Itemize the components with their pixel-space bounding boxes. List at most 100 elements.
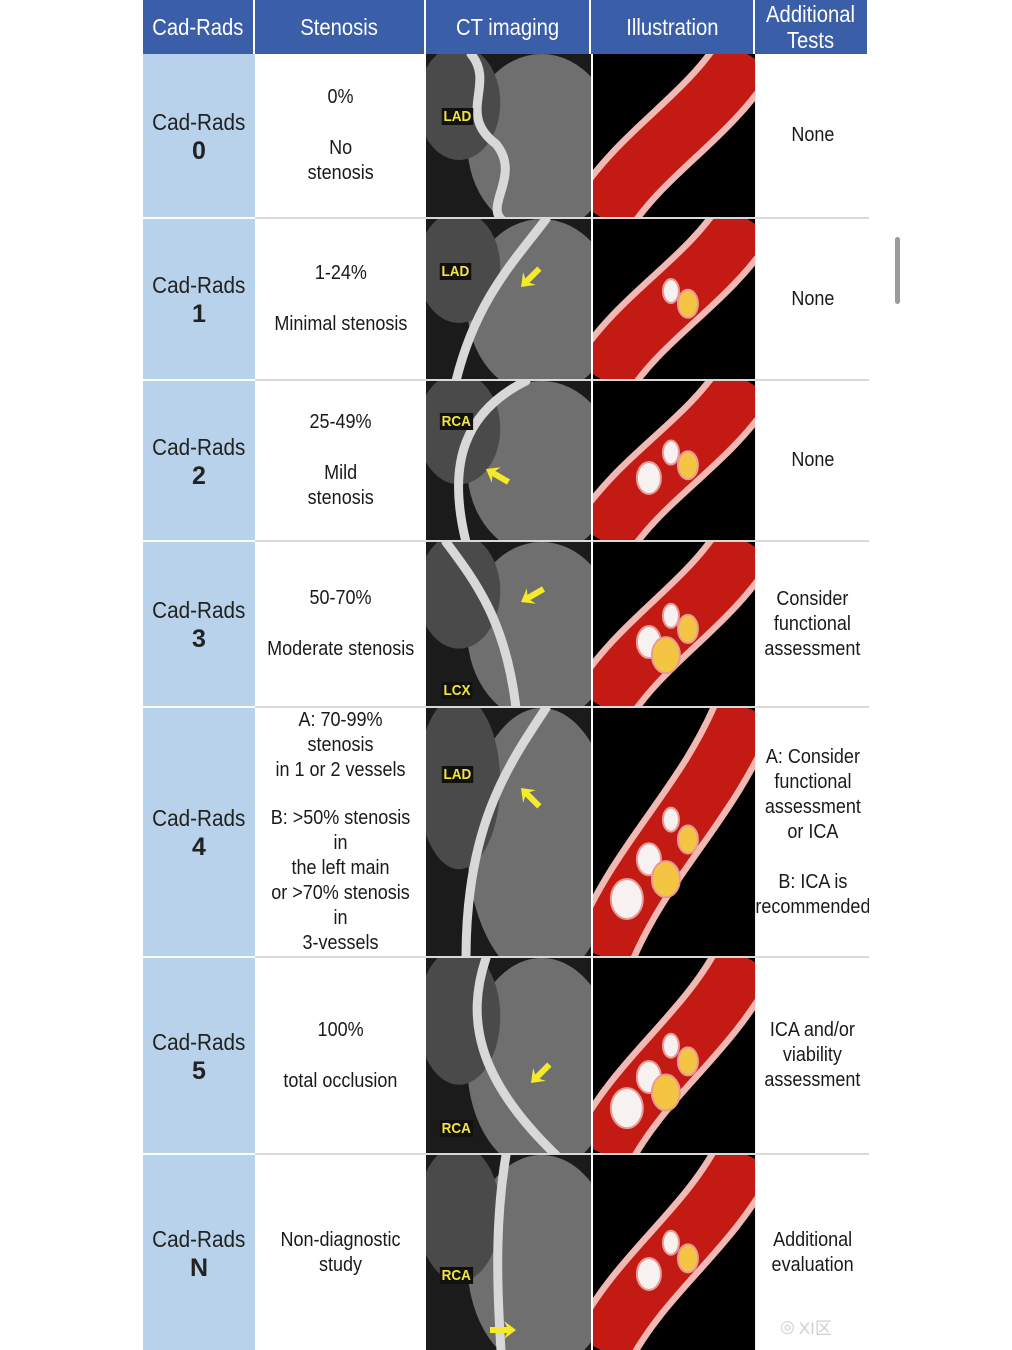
vessel-path (466, 54, 510, 217)
tissue-shape (426, 542, 501, 649)
vessel-illustration (591, 708, 755, 958)
plaque-mark (661, 806, 680, 833)
ct-image: LAD (426, 54, 591, 219)
header-ct-imaging: CT imaging (426, 0, 591, 54)
ct-vessel-label: RCA (439, 1120, 473, 1137)
ct-image: LCX (426, 542, 591, 708)
plaque-mark (635, 1256, 662, 1291)
vessel-path (472, 958, 561, 1153)
arrow-icon (521, 788, 542, 809)
header-stenosis: Stenosis (255, 0, 426, 54)
stenosis-cell: 50-70%Moderate stenosis (255, 542, 426, 708)
vessel-illustration (591, 1155, 755, 1350)
plaque-mark (661, 1032, 680, 1059)
plaque-mark (635, 460, 662, 495)
vessel-path (451, 219, 551, 379)
ct-image: LAD (426, 708, 591, 958)
tests-cell: None (755, 219, 869, 381)
plaque-mark (676, 288, 699, 319)
tests-cell: A: Consider functional assessment or ICA… (755, 708, 869, 958)
artery-drawing (593, 381, 755, 540)
plaque-mark (676, 1046, 699, 1077)
artery-drawing (593, 708, 755, 956)
vessel-path (454, 381, 531, 540)
scrollbar[interactable] (895, 237, 900, 304)
vessel-lumen (593, 54, 755, 217)
stenosis-cell: 1-24%Minimal stenosis (255, 219, 426, 381)
artery-drawing (593, 54, 755, 217)
plaque-mark (661, 439, 680, 466)
tissue-shape (426, 1155, 501, 1282)
watermark: ◎XI区 (780, 1316, 832, 1339)
ct-vessel-label: RCA (439, 1267, 473, 1284)
vessel-path (493, 1155, 511, 1350)
tests-cell: ICA and/or viability assessment (755, 958, 869, 1155)
plaque-mark (650, 860, 681, 899)
vessel-illustration (591, 381, 755, 542)
plaque-mark (661, 278, 680, 304)
plaque-mark (661, 602, 680, 629)
artery-drawing (593, 958, 755, 1153)
plaque-mark (609, 877, 644, 920)
ct-scan-drawing (426, 219, 591, 379)
plaque-mark (650, 1073, 681, 1112)
stenosis-cell: 100%total occlusion (255, 958, 426, 1155)
artery-drawing (593, 1155, 755, 1350)
vessel-illustration (591, 219, 755, 381)
arrow-icon (486, 467, 511, 485)
wechat-icon: ◎ (780, 1316, 795, 1336)
arrow-icon (521, 586, 546, 604)
vessel-lumen (593, 708, 755, 956)
plaque-mark (676, 824, 699, 855)
arrow-icon (490, 1321, 516, 1339)
stenosis-cell: 0%No stenosis (255, 54, 426, 219)
header-illustration: Illustration (591, 0, 755, 54)
header-cad-rads: Cad-Rads (143, 0, 255, 54)
tests-cell: Consider functional assessment (755, 542, 869, 708)
ct-scan-drawing (426, 381, 591, 540)
vessel-illustration (591, 542, 755, 708)
plaque-mark (609, 1087, 644, 1130)
ct-vessel-label: LAD (439, 263, 472, 280)
plaque-mark (650, 636, 681, 675)
artery-drawing (593, 542, 755, 706)
ct-scan-drawing (426, 1155, 591, 1350)
stenosis-cell: 25-49%Mild stenosis (255, 381, 426, 542)
plaque-mark (676, 450, 699, 481)
tests-cell: Additional evaluation (755, 1155, 869, 1350)
cad-rads-table: Cad-Rads Stenosis CT imaging Illustratio… (143, 0, 869, 1350)
plaque-mark (676, 1243, 699, 1274)
ct-scan-drawing (426, 542, 591, 706)
tests-cell: None (755, 54, 869, 219)
tests-cell: None (755, 381, 869, 542)
header-additional-tests: Additional Tests (755, 0, 869, 54)
plaque-mark (676, 613, 699, 644)
ct-image: LAD (426, 219, 591, 381)
stenosis-cell: Non-diagnostic study (255, 1155, 426, 1350)
ct-scan-drawing (426, 708, 591, 956)
tissue-shape (426, 381, 501, 485)
vessel-illustration (591, 958, 755, 1155)
ct-vessel-label: RCA (439, 413, 473, 430)
vessel-path (441, 542, 521, 706)
ct-image: RCA (426, 1155, 591, 1350)
plaque-mark (661, 1229, 680, 1256)
ct-scan-drawing (426, 54, 591, 217)
ct-scan-drawing (426, 958, 591, 1153)
ct-vessel-label: LAD (441, 766, 474, 783)
arrow-icon (521, 266, 542, 287)
arrow-icon (531, 1062, 552, 1083)
ct-vessel-label: LCX (441, 682, 473, 699)
artery-drawing (593, 219, 755, 379)
ct-image: RCA (426, 958, 591, 1155)
vessel-path (461, 708, 551, 956)
ct-image: RCA (426, 381, 591, 542)
